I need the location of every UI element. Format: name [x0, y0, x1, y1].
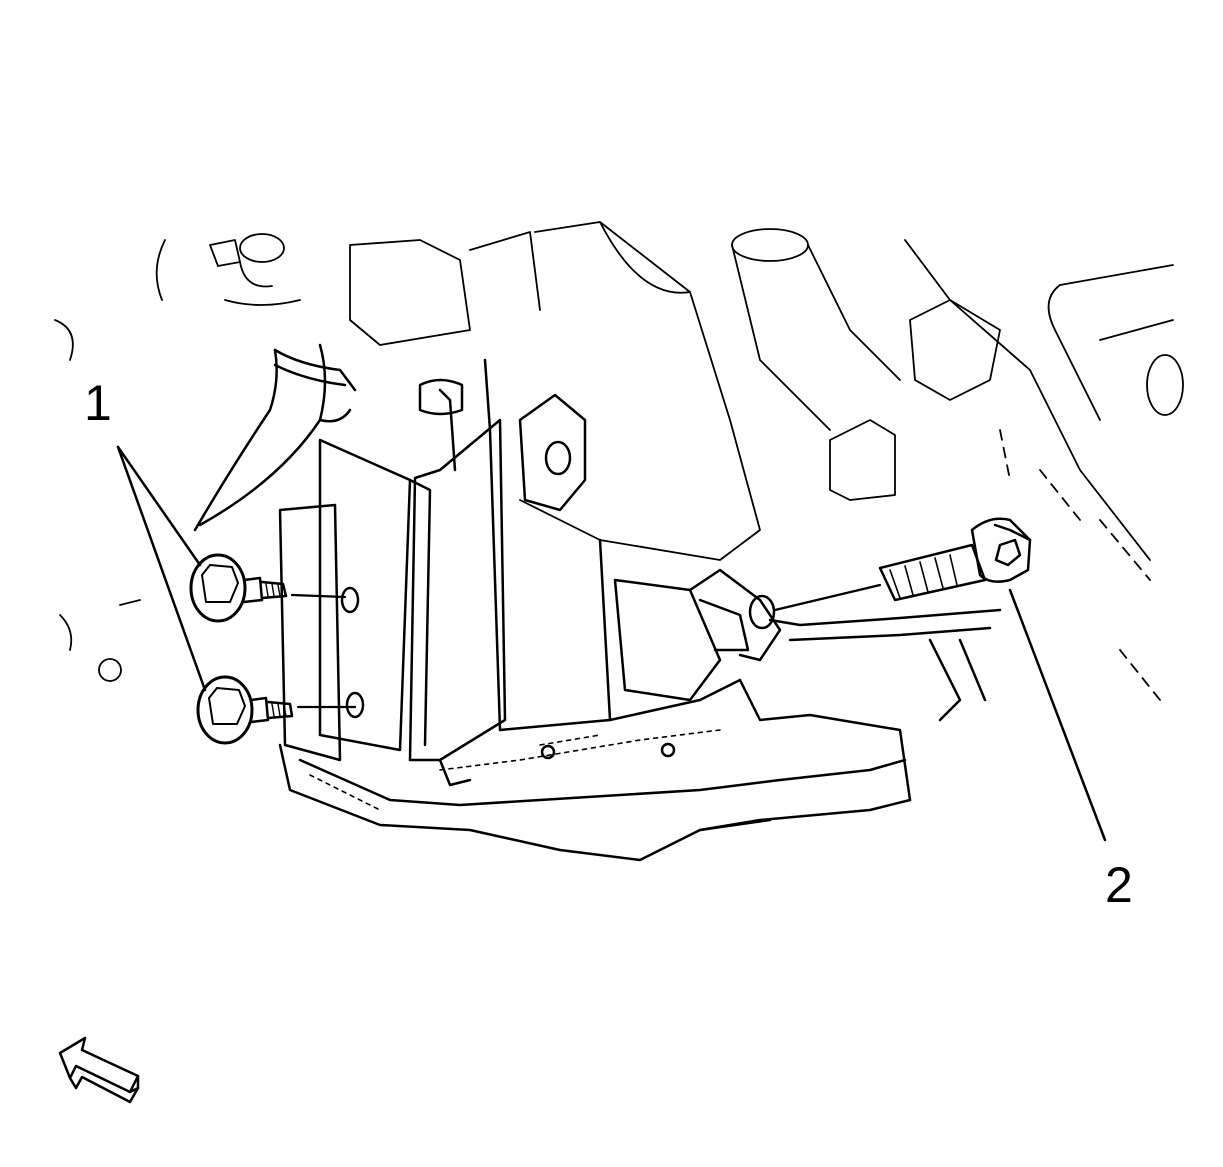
- bolt-1-lower: [196, 675, 357, 745]
- leader-lines: [116, 445, 1107, 842]
- hose: [193, 343, 357, 532]
- callout-label-2: 2: [1105, 857, 1133, 913]
- callout-label-1: 1: [84, 375, 112, 431]
- engine-background: [54, 221, 1184, 701]
- oil-pan: [278, 729, 912, 862]
- module-housing: [278, 358, 1002, 802]
- bolt-1-upper: [189, 553, 347, 623]
- bolt-2: [748, 517, 1032, 630]
- front-direction-arrow-icon: [58, 1036, 140, 1104]
